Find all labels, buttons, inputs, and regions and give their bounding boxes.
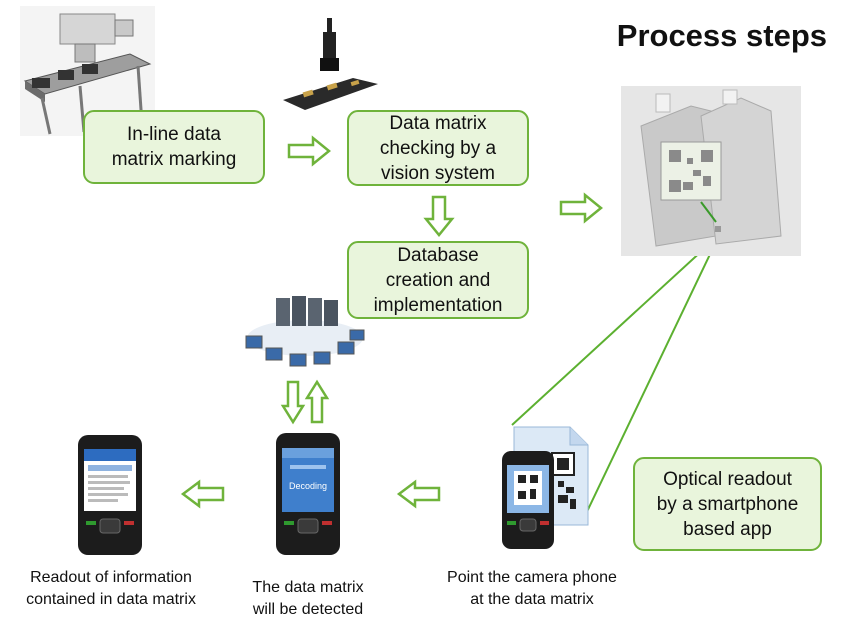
step-optical-readout: Optical readout by a smartphone based ap… bbox=[633, 457, 822, 551]
arrow-down-icon bbox=[423, 195, 455, 237]
phone-decoding-image: Decoding bbox=[276, 433, 340, 555]
arrow-down-icon bbox=[280, 380, 306, 425]
database-network-image bbox=[245, 296, 365, 367]
caption-point: Point the camera phone at the data matri… bbox=[447, 569, 617, 608]
marking-machine-image bbox=[20, 6, 155, 136]
page-title: Process steps bbox=[616, 18, 827, 53]
step-vision-check: Data matrix checking by a vision system bbox=[347, 110, 529, 186]
arrow-right-icon bbox=[287, 135, 331, 167]
arrow-left-icon bbox=[396, 479, 441, 509]
arrow-left-icon bbox=[180, 479, 225, 509]
arrow-up-icon bbox=[304, 379, 330, 424]
caption-detected: The data matrix will be detected bbox=[252, 579, 364, 618]
connector-line-right bbox=[582, 247, 714, 521]
qr-code-icon bbox=[669, 150, 713, 192]
phone-scanning-image bbox=[502, 426, 589, 549]
phone-readout-image bbox=[78, 435, 142, 555]
step-inline-marking: In-line data matrix marking bbox=[83, 110, 265, 184]
vision-camera-image bbox=[283, 18, 378, 110]
caption-readout: Readout of information contained in data… bbox=[26, 569, 196, 608]
phone-screen-status: Decoding bbox=[289, 481, 327, 491]
arrow-right-icon bbox=[559, 192, 603, 224]
pouch-image bbox=[621, 86, 801, 256]
connector-line-left bbox=[511, 247, 706, 426]
step-database: Database creation and implementation bbox=[347, 241, 529, 319]
